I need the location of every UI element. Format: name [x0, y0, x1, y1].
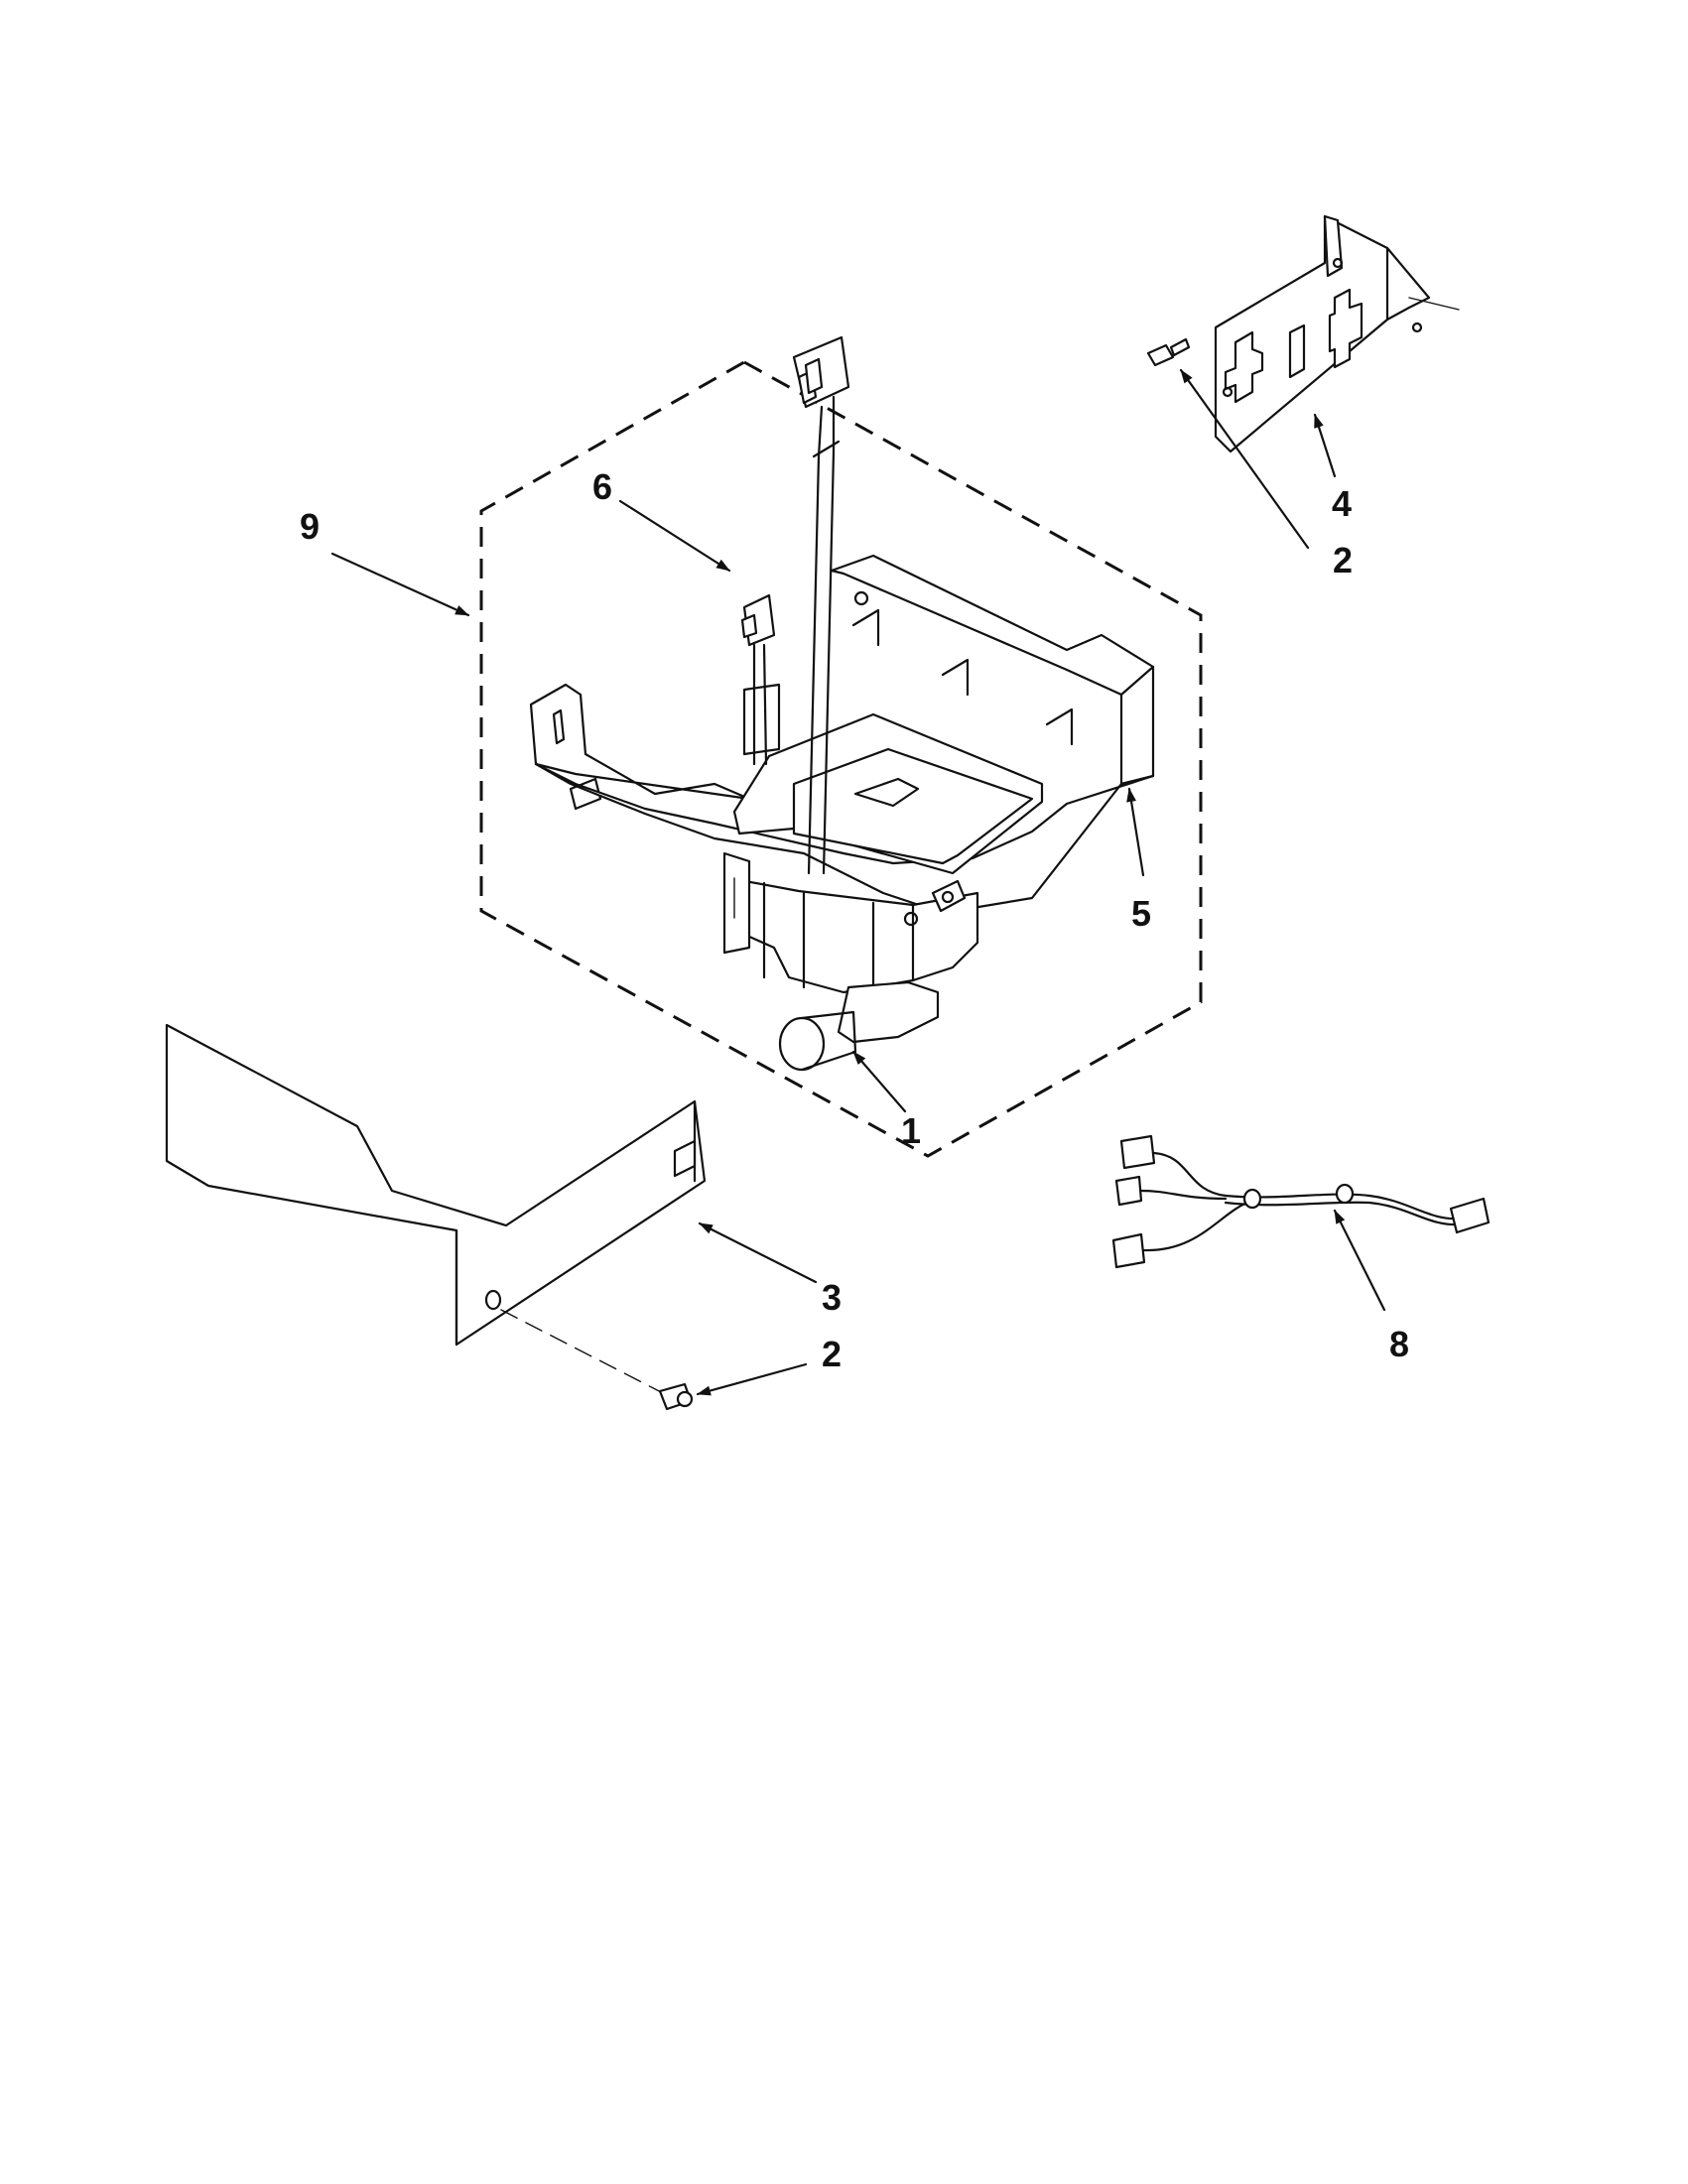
- housing-part-5: [529, 554, 1155, 1072]
- leader-2-upper: [1179, 368, 1310, 550]
- leader-3: [698, 1221, 818, 1284]
- callout-2-lower: 2: [822, 1334, 842, 1374]
- screw-part-2-lower: [500, 1309, 694, 1411]
- leader-9: [330, 552, 470, 617]
- callout-3: 3: [822, 1277, 842, 1318]
- leader-6: [618, 499, 731, 573]
- bracket-part-4: [1214, 214, 1460, 453]
- leader-4: [1313, 413, 1337, 478]
- wire-harness-part-6: [740, 335, 850, 875]
- callout-1: 1: [901, 1110, 921, 1151]
- callout-2-upper: 2: [1333, 540, 1353, 580]
- callout-8: 8: [1389, 1324, 1409, 1364]
- leader-8: [1333, 1209, 1386, 1312]
- leader-lines: [330, 368, 1386, 1396]
- callout-9: 9: [300, 506, 320, 547]
- wire-harness-part-8: [1111, 1134, 1491, 1269]
- leader-2-lower: [696, 1362, 808, 1396]
- callout-6: 6: [592, 466, 612, 507]
- callout-5: 5: [1131, 893, 1151, 934]
- assembly-boundary: [479, 360, 1203, 1158]
- cover-panel-part-3: [165, 1023, 707, 1347]
- screw-part-2-upper: [1146, 337, 1191, 367]
- callout-labels: 9 6 4 2 5 1 3 2 8: [300, 466, 1409, 1374]
- callout-4: 4: [1332, 483, 1352, 524]
- leader-1: [851, 1050, 907, 1113]
- leader-5: [1126, 787, 1145, 877]
